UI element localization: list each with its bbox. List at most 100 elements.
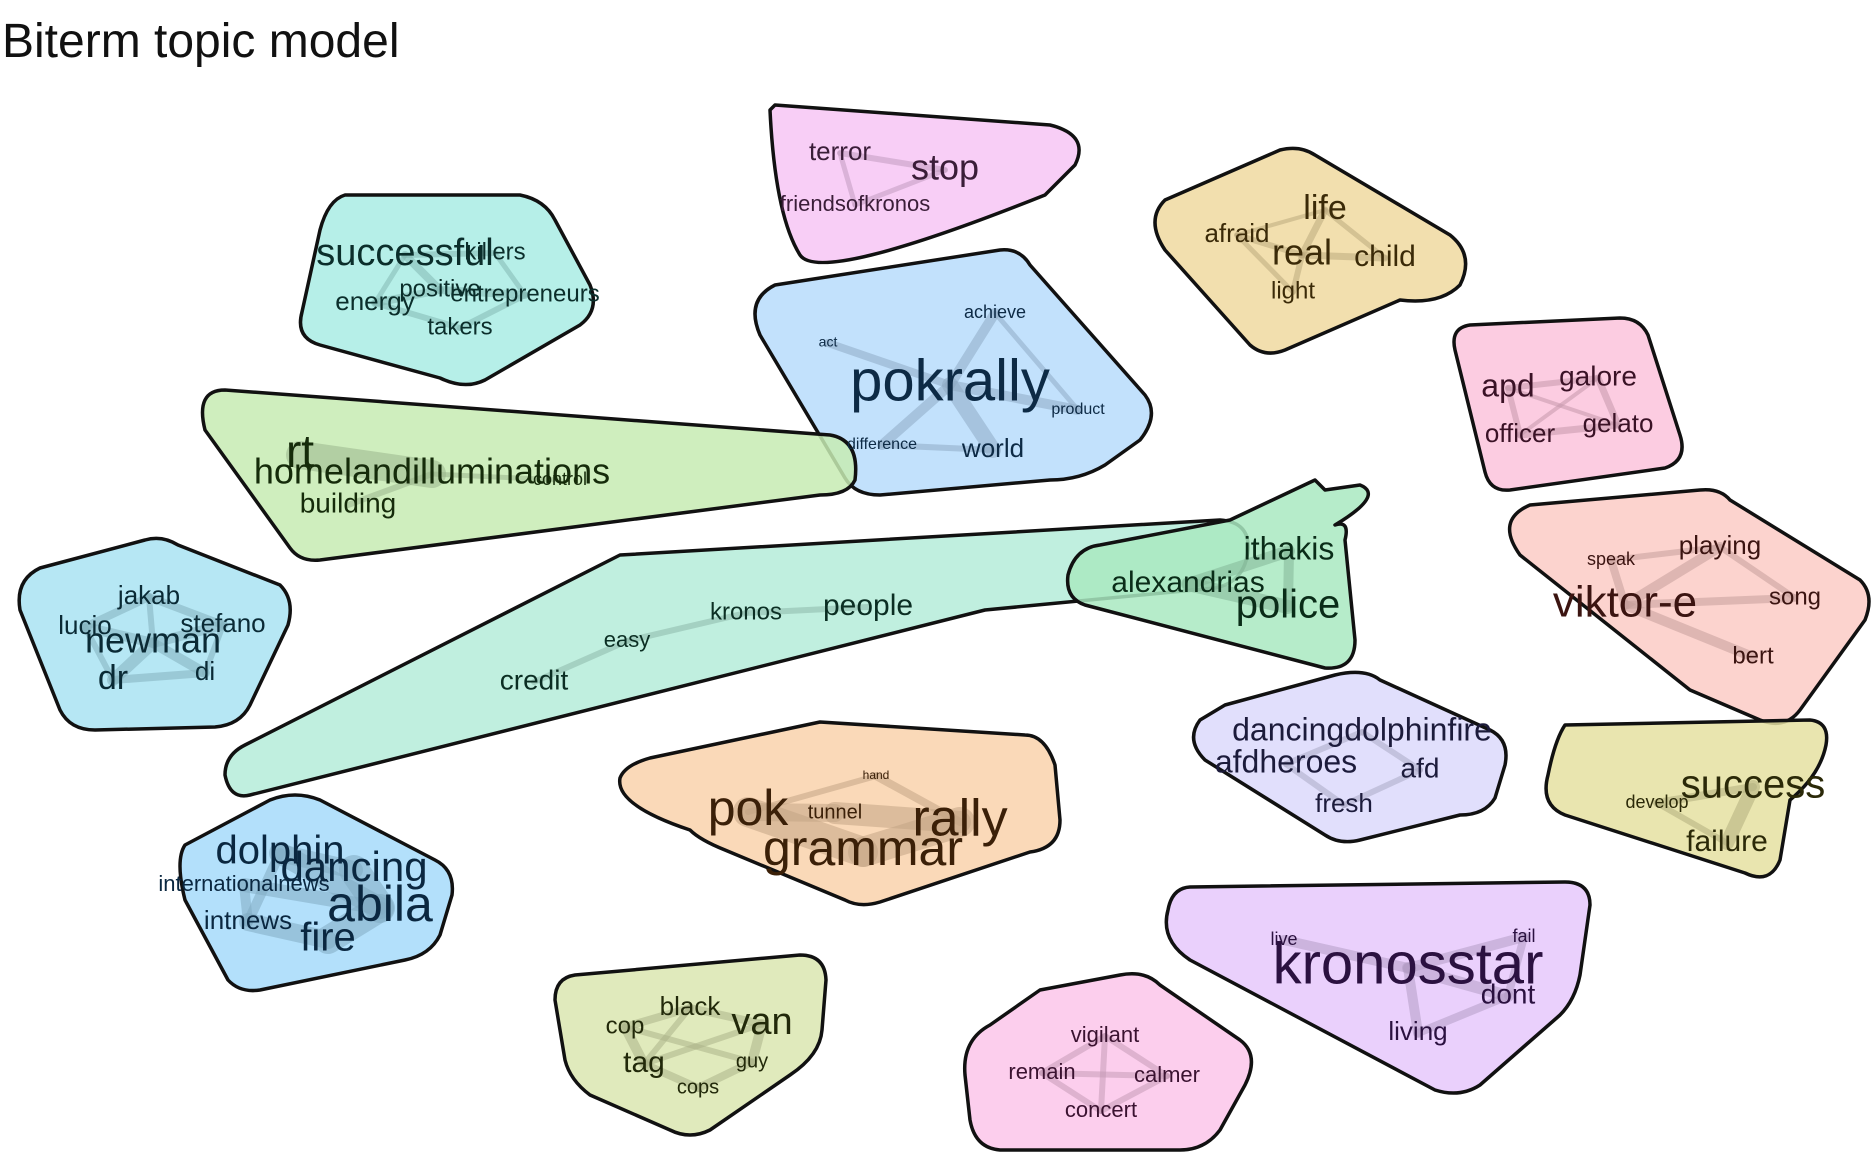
topic-edge-lime-van-5 [694, 1058, 756, 1092]
topic-word-fail: fail [1512, 926, 1535, 946]
topic-word-police: police [1236, 583, 1341, 627]
topic-word-bert: bert [1732, 642, 1774, 669]
topic-edge-blue-pokrally-0 [945, 308, 1000, 390]
topic-word-world: world [961, 433, 1024, 463]
topic-word-afraid: afraid [1204, 218, 1269, 248]
topic-edge-lavender-dolphinfire-2 [1283, 761, 1347, 808]
topic-word-afdheroes: afdheroes [1215, 743, 1357, 779]
topic-edge-salmon-viktor-3 [1620, 600, 1758, 662]
topic-word-intnews: intnews [204, 905, 292, 935]
topic-hull-pink-stop [768, 103, 1081, 265]
topic-edge-sky-abila-7 [243, 848, 285, 927]
topic-edge-cyan-newman-4 [107, 637, 159, 686]
topic-word-officer: officer [1485, 418, 1556, 448]
topic-edge-pink-vigilant-2 [1039, 1070, 1104, 1114]
topic-edge-pink-apd-3 [1516, 421, 1622, 439]
topic-word-building: building [300, 487, 397, 518]
topic-edge-violet-kronosstar-4 [1414, 992, 1512, 1037]
topic-edge-cyan-newman-5 [148, 638, 210, 678]
topic-edge-beige-life-0 [1298, 206, 1329, 259]
topic-word-entrepreneurs: entrepreneurs [450, 280, 599, 307]
topic-word-rally: rally [912, 790, 1007, 848]
topic-hull-violet-kronosstar [1164, 880, 1592, 1095]
topic-edge-teal-successful-3 [371, 286, 444, 307]
topic-word-afd: afd [1401, 752, 1440, 783]
topic-edge-teal-successful-1 [401, 251, 444, 294]
topic-edge-cyan-newman-1 [145, 593, 227, 629]
topic-word-rt: rt [286, 425, 314, 477]
topic-word-homelandilluminations: homelandilluminations [254, 451, 610, 492]
topic-word-life: life [1303, 189, 1346, 227]
topic-hull-lavender-dolphinfire [1191, 670, 1508, 844]
topic-edge-mint-people-1 [624, 610, 749, 644]
topic-word-grammar: grammar [763, 820, 963, 876]
topic-edge-beige-life-4 [1322, 207, 1388, 261]
topic-word-kronosstar: kronosstar [1273, 931, 1544, 996]
topic-word-tag: tag [623, 1046, 665, 1079]
topic-word-dancing: dancing [280, 843, 427, 890]
topic-word-tunnel: tunnel [808, 801, 863, 823]
topic-edge-pink-apd-1 [1505, 385, 1523, 438]
topic-word-failure: failure [1686, 825, 1768, 858]
topic-edge-beige-life-3 [1290, 252, 1305, 295]
topic-edge-green-police-1 [1181, 577, 1295, 614]
topic-word-energy: energy [335, 286, 415, 316]
topic-hull-green-rt [200, 388, 858, 562]
topic-word-killers: killers [464, 238, 525, 265]
topic-edge-blue-pokrally-4 [942, 377, 1001, 458]
topic-edge-beige-life-5 [1234, 232, 1296, 295]
topic-edge-pink-vigilant-1 [1102, 1033, 1170, 1079]
topic-word-song: song [1769, 583, 1821, 610]
topic-edge-salmon-viktor-2 [1621, 594, 1799, 609]
topic-word-cops: cops [677, 1076, 719, 1098]
topic-word-terror: terror [809, 136, 871, 166]
topic-edge-lavender-dolphinfire-3 [1341, 767, 1423, 808]
topic-word-internationalnews: internationalnews [158, 871, 329, 896]
topic-word-speak: speak [1587, 549, 1636, 569]
topic-word-galore: galore [1559, 360, 1637, 391]
topic-word-gelato: gelato [1583, 408, 1654, 438]
topic-word-playing: playing [1679, 530, 1761, 560]
topic-word-fire: fire [300, 916, 356, 960]
topic-hull-beige-life [1153, 146, 1468, 355]
topic-word-positive: positive [399, 275, 480, 302]
topic-word-concert: concert [1065, 1097, 1137, 1122]
topic-edge-beige-life-6 [1235, 208, 1327, 237]
topic-edge-lime-van-4 [640, 1060, 702, 1092]
topic-word-remain: remain [1008, 1059, 1075, 1084]
topic-edge-mint-people-0 [743, 604, 871, 616]
topic-word-ithakis: ithakis [1244, 530, 1335, 566]
topic-edge-cyan-newman-3 [148, 620, 228, 648]
topic-edge-green-rt-0 [286, 441, 446, 488]
topic-word-pok: pok [708, 780, 790, 836]
topic-word-di: di [195, 656, 215, 686]
topic-edge-pink-vigilant-3 [1098, 1073, 1170, 1114]
topic-edge-mint-people-2 [531, 638, 630, 685]
topic-hull-pink-apd [1452, 316, 1684, 492]
topic-edge-lime-van-8 [622, 1024, 755, 1065]
topic-edge-pink-apd-2 [1594, 374, 1622, 429]
page-title: Biterm topic model [2, 15, 400, 68]
topic-word-lucio: lucio [58, 610, 111, 640]
topic-edge-green-police-0 [1182, 545, 1295, 590]
topic-edge-cyan-newman-7 [82, 624, 116, 683]
topic-word-hand: hand [863, 768, 890, 782]
topic-edge-pink-stop-0 [837, 150, 948, 173]
topic-edge-cyan-newman-0 [81, 593, 153, 631]
topic-edge-pink-stop-2 [852, 167, 948, 208]
topic-edge-blue-pokrally-1 [824, 339, 954, 389]
topic-edge-pink-vigilant-0 [1039, 1033, 1108, 1076]
topic-edge-blue-pokrally-6 [992, 310, 1081, 413]
topic-word-success: success [1681, 763, 1826, 807]
topic-word-successful: successful [316, 232, 493, 274]
topic-word-stop: stop [911, 147, 979, 188]
topic-edge-salmon-viktor-0 [1620, 542, 1725, 610]
topic-edge-blue-pokrally-5 [879, 442, 996, 453]
topic-word-calmer: calmer [1134, 1062, 1200, 1087]
topic-word-live: live [1270, 929, 1297, 949]
topic-word-black: black [660, 991, 722, 1021]
topic-edge-teal-successful-2 [436, 286, 529, 299]
topic-word-van: van [731, 1001, 792, 1043]
topic-word-difference: difference [847, 436, 917, 453]
